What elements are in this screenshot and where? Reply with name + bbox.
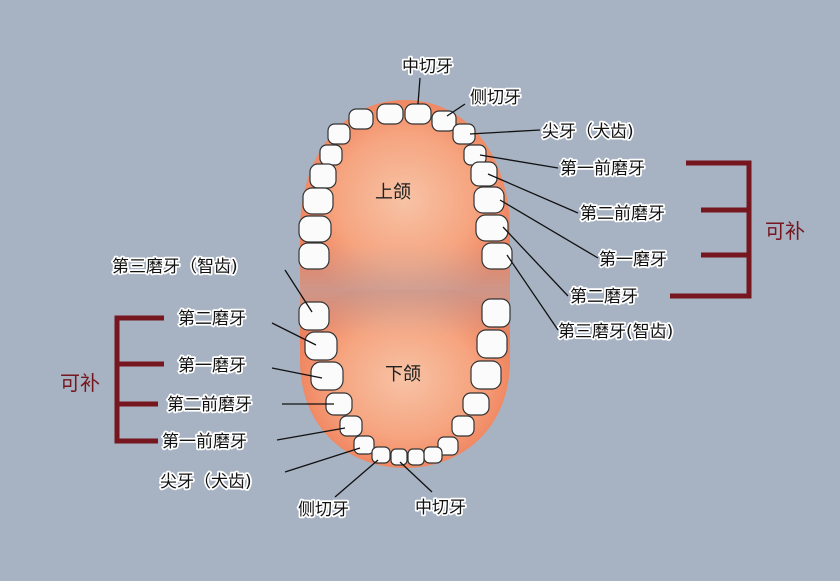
tooth [475,214,509,242]
upper-gum [300,100,510,300]
upper-first-molar-label: 第一磨牙 [599,250,667,270]
upper-leader-lines [417,77,599,331]
upper-second-premolar-label: 第二前磨牙 [580,204,665,224]
tooth [473,186,505,214]
tooth [298,242,330,270]
tooth [390,448,408,466]
upper-lateral-incisor-label: 侧切牙 [470,88,521,108]
tooth [407,448,425,466]
lower-lateral-incisor-label: 侧切牙 [298,500,349,520]
tooth [304,331,338,361]
tooth [462,392,490,416]
tooth [376,103,404,125]
tooth [348,108,374,130]
upper-third-molar-label: 第三磨牙(智齿) [558,322,673,342]
tooth [298,301,330,331]
tooth [451,415,475,437]
lower-first-premolar-label: 第一前磨牙 [162,432,247,452]
lower-second-premolar-label: 第二前磨牙 [167,395,252,415]
tooth [309,163,337,189]
tooth [476,329,508,359]
lower-jaw-label: 下颌 [385,364,421,385]
tooth [339,415,363,437]
tooth [470,161,498,187]
tooth [371,446,391,464]
upper-jaw-label: 上颌 [375,182,411,203]
tooth [437,436,459,456]
tooth [404,103,432,125]
tooth [470,360,502,390]
lower-third-molar-label: 第三磨牙（智齿) [112,257,238,277]
tooth [353,435,375,455]
upper-first-premolar-label: 第一前磨牙 [560,159,645,179]
left-bracket [114,315,164,444]
lower-central-incisor-label: 中切牙 [415,498,466,518]
upper-central-incisor-label: 中切牙 [402,57,453,77]
teeth [298,103,513,466]
lower-first-molar-label: 第一磨牙 [178,356,246,376]
left-bracket-label: 可补 [60,371,100,395]
tooth [298,215,332,243]
tooth [302,187,334,215]
lower-leader-lines [271,269,433,498]
right-bracket-label: 可补 [765,219,805,243]
right-bracket [670,160,752,299]
tooth [431,110,457,132]
lower-second-molar-label: 第二磨牙 [178,309,246,329]
tooth [319,144,343,166]
upper-second-molar-label: 第二磨牙 [570,287,638,307]
lower-canine-label: 尖牙（犬齿) [160,472,252,492]
tooth [481,298,511,328]
upper-canine-label: 尖牙（犬齿) [542,122,634,142]
tooth [327,123,351,145]
tooth [481,242,513,270]
tooth [310,361,344,391]
tooth [423,446,443,464]
